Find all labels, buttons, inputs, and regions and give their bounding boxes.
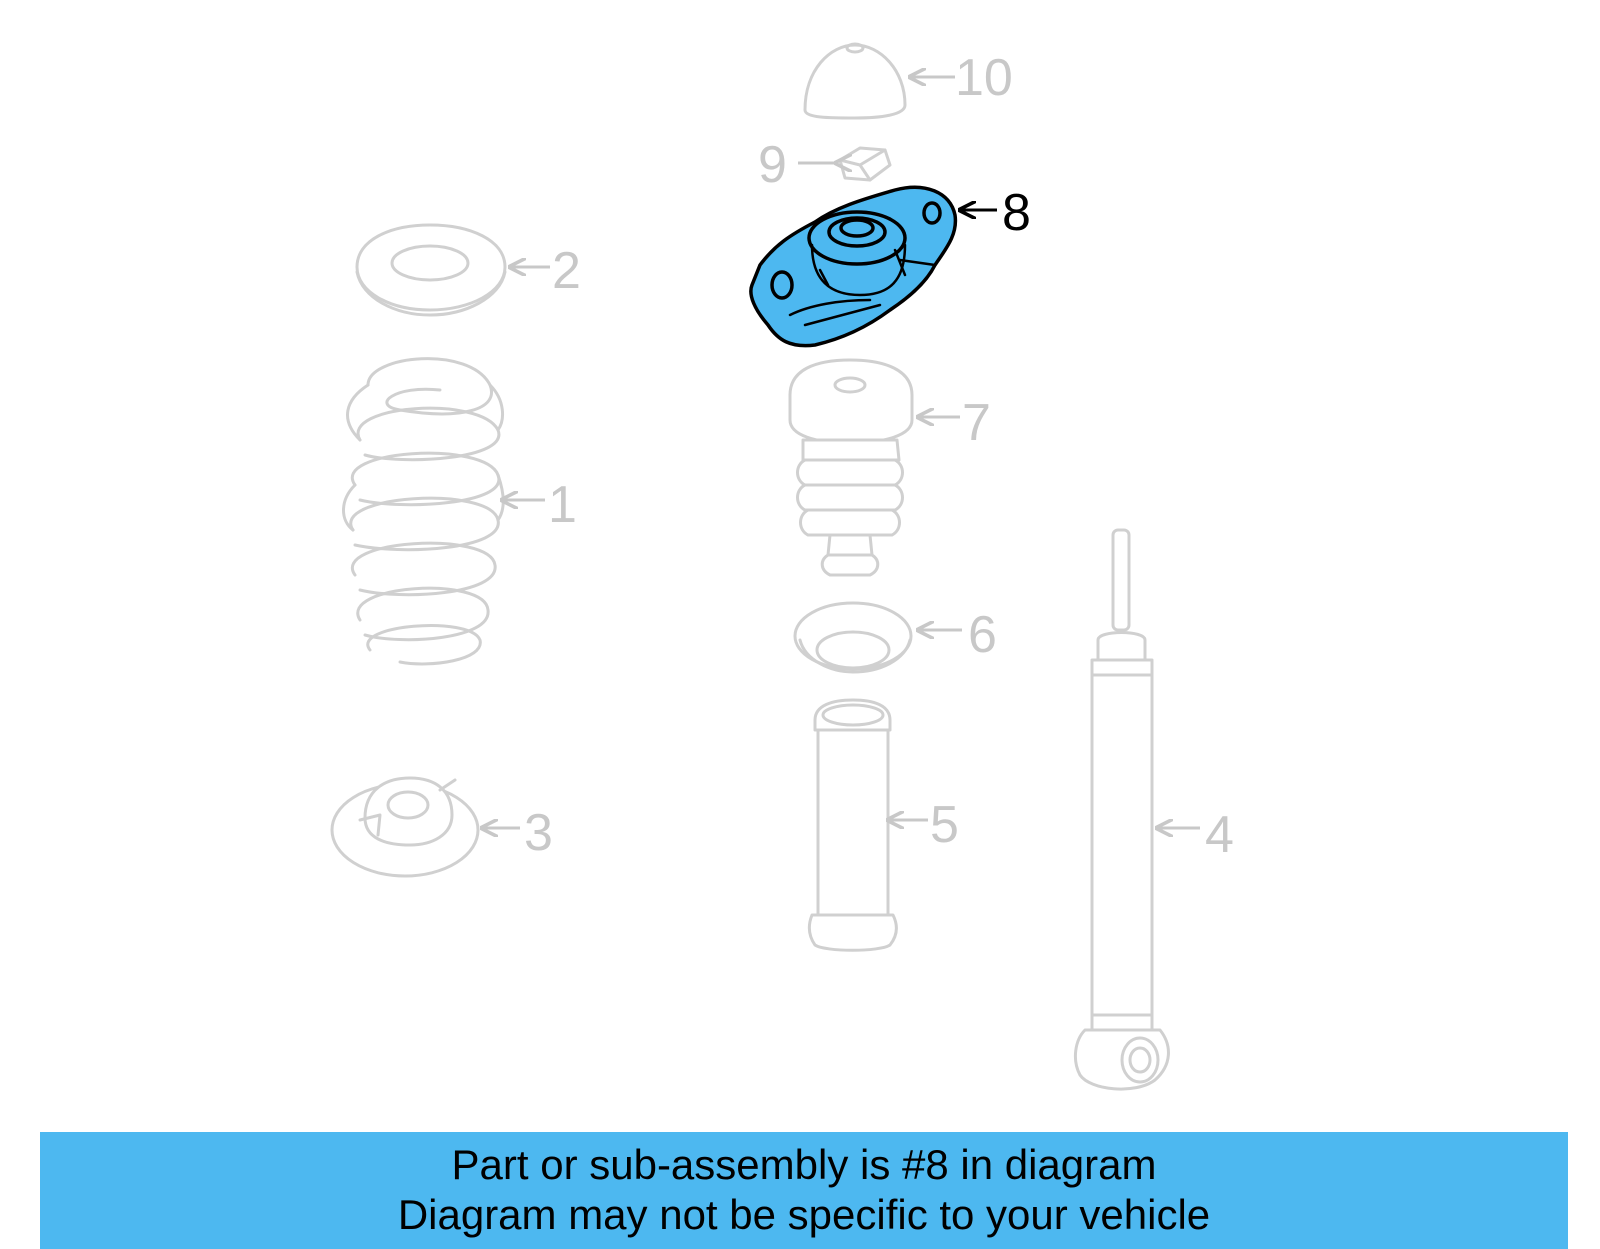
part-3-lower-spring-seat[interactable] (330, 776, 480, 878)
callout-10: 10 (955, 49, 1013, 107)
part-6-washer[interactable] (793, 601, 913, 674)
callout-5: 5 (930, 796, 959, 854)
part-7-bump-stop[interactable] (788, 358, 914, 577)
part-5-dust-boot[interactable] (807, 698, 898, 952)
part-9-nut[interactable] (838, 146, 892, 182)
info-banner: Part or sub-assembly is #8 in diagram Di… (40, 1132, 1568, 1249)
callout-1: 1 (548, 476, 577, 534)
callout-7: 7 (962, 394, 991, 452)
part-8-strut-mount-highlighted[interactable] (749, 185, 958, 348)
callout-4: 4 (1205, 806, 1234, 864)
part-10-dust-cap[interactable] (803, 42, 907, 120)
part-2-upper-spring-seat[interactable] (355, 223, 507, 317)
callout-9: 9 (758, 136, 787, 194)
part-1-coil-spring[interactable] (342, 357, 505, 666)
callout-6: 6 (968, 606, 997, 664)
banner-line-part-number: Part or sub-assembly is #8 in diagram (451, 1141, 1157, 1188)
banner-line-disclaimer: Diagram may not be specific to your vehi… (397, 1191, 1211, 1238)
callout-3: 3 (524, 804, 553, 862)
part-4-shock-absorber[interactable] (1073, 528, 1170, 1091)
callout-2: 2 (552, 242, 581, 300)
callout-8: 8 (1002, 184, 1031, 242)
